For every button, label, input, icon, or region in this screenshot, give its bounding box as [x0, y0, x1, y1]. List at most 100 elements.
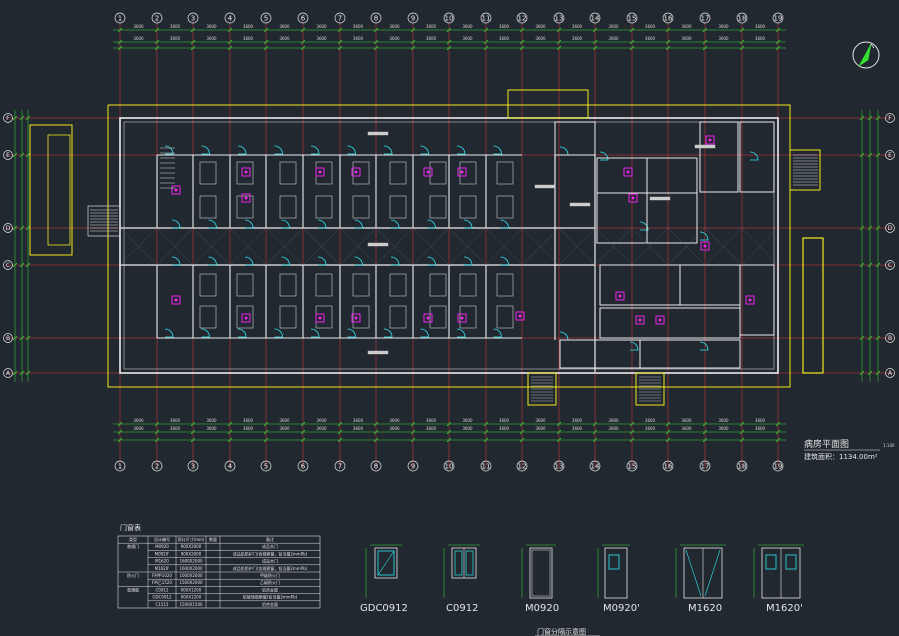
- dim-tick: [592, 429, 598, 435]
- sanitary-fixture: [457, 313, 467, 323]
- door-swing: [500, 219, 509, 229]
- exterior-wall-inner: [123, 121, 775, 370]
- axis-label-left: B: [6, 335, 10, 342]
- elev-m0920-frame: [529, 547, 553, 599]
- dim-tick: [190, 437, 196, 443]
- dim-tick: [867, 152, 873, 158]
- door-swing: [390, 219, 400, 229]
- dimension-text: 3600: [608, 418, 619, 423]
- dimension-text: 3600: [389, 426, 400, 431]
- bed-unit: [429, 161, 447, 185]
- door-swing: [274, 328, 283, 338]
- dimension-text: 3600: [316, 24, 327, 29]
- dim-tick: [519, 45, 525, 51]
- axis-label-bottom: 6: [301, 463, 306, 471]
- bed-unit: [352, 161, 370, 185]
- elev-gdc0912-frame: [374, 547, 398, 579]
- axis-bubble: [3, 333, 13, 343]
- dim-tick: [859, 370, 865, 376]
- dim-tick: [775, 429, 781, 435]
- sanitary-fixture: [705, 135, 715, 145]
- sanitary-fixture: [423, 167, 433, 177]
- sanitary-fixture: [241, 167, 251, 177]
- dimension-text: 3600: [681, 418, 692, 423]
- dimension-text: 3600: [133, 36, 144, 41]
- room: [739, 121, 775, 193]
- dim-tick: [25, 152, 31, 158]
- sanitary-fixture: [315, 167, 325, 177]
- bed-unit: [236, 305, 254, 329]
- dimension-text: 3600: [462, 24, 473, 29]
- elev-m1620-swing: [685, 549, 702, 597]
- door-table-header: 数量: [209, 536, 217, 542]
- axis-label-top: 12: [518, 15, 527, 23]
- dim-tick: [12, 152, 18, 158]
- room: [596, 157, 648, 194]
- axis-label-top: 1: [118, 15, 122, 23]
- room: [739, 264, 775, 336]
- axis-label-left: E: [6, 152, 10, 159]
- door-swing: [317, 256, 327, 266]
- dim-tick: [875, 115, 881, 121]
- door-swing: [347, 145, 356, 155]
- dim-tick: [373, 429, 379, 435]
- door-swing: [201, 145, 210, 155]
- dimension-text: 3600: [206, 426, 217, 431]
- dim-tick: [875, 262, 881, 268]
- dim-tick: [867, 115, 873, 121]
- dim-tick: [227, 39, 233, 45]
- door-table-header: 备注: [266, 536, 274, 542]
- axis-label-top: 19: [774, 15, 783, 23]
- dim-tick: [337, 421, 343, 427]
- dim-tick: [629, 429, 635, 435]
- sanitary-fixture: [615, 291, 625, 301]
- ceiling-hatch: [229, 227, 267, 266]
- dim-tick: [117, 39, 123, 45]
- door-table-cell: 铝合金窗: [262, 601, 278, 607]
- sanitary-fixture: [241, 313, 251, 323]
- axis-bubble: [443, 12, 455, 24]
- dim-tick: [556, 27, 562, 33]
- door-swing: [427, 219, 436, 229]
- dim-tick: [629, 39, 635, 45]
- sanitary-fixture-dot: [174, 188, 178, 192]
- dim-tick: [592, 421, 598, 427]
- axis-bubble: [443, 460, 455, 472]
- axis-label-top: 14: [591, 15, 600, 23]
- axis-bubble: [3, 368, 13, 378]
- dim-tick: [739, 421, 745, 427]
- door-table-cell: 铝合金窗: [262, 586, 278, 592]
- room-label-mark: [367, 242, 389, 247]
- sanitary-fixture: [623, 167, 633, 177]
- dimension-text: 3600: [535, 36, 546, 41]
- axis-bubble: [297, 12, 309, 24]
- dimension-text: 3600: [426, 24, 437, 29]
- sanitary-fixture-dot: [703, 244, 707, 248]
- dim-tick: [739, 429, 745, 435]
- door-swing: [456, 328, 466, 338]
- dimension-text: 3600: [170, 426, 181, 431]
- dimension-text: 3600: [133, 24, 144, 29]
- bed-unit: [459, 161, 477, 185]
- dimension-text: 3600: [645, 426, 656, 431]
- dimension-text: 3600: [462, 426, 473, 431]
- axis-label-right: F: [888, 115, 892, 122]
- door-table-cell: M1620: [155, 559, 169, 564]
- axis-bubble: [3, 113, 13, 123]
- dim-tick: [859, 152, 865, 158]
- elev-c0912-pane: [454, 550, 463, 576]
- bed-unit: [352, 273, 370, 297]
- axis-label-top: 17: [701, 15, 710, 23]
- sanitary-fixture-dot: [638, 318, 642, 322]
- axis-bubble: [885, 150, 895, 160]
- dim-tick: [702, 45, 708, 51]
- room: [599, 307, 741, 339]
- dim-tick: [867, 335, 873, 341]
- door-table-header: 洞口尺寸(mm): [178, 536, 205, 542]
- elev-m0920-leaf: [531, 549, 551, 597]
- dim-tick: [446, 421, 452, 427]
- axis-label-bottom: 17: [701, 463, 710, 471]
- dimension-text: 3600: [499, 36, 510, 41]
- axis-label-left: F: [6, 115, 10, 122]
- dim-tick: [154, 421, 160, 427]
